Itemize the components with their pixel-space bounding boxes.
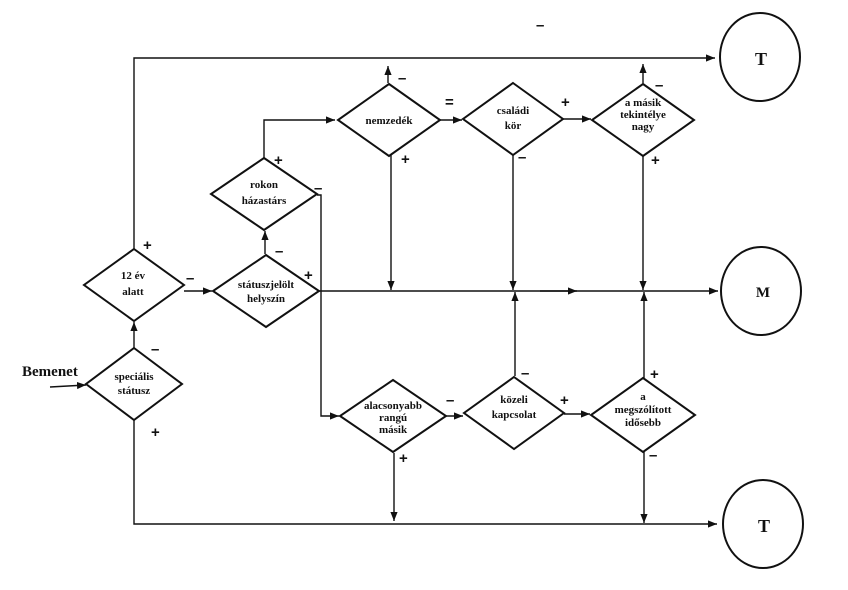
node-special-status: speciális státusz [84, 346, 184, 422]
node-relative-spouse: rokon házastárs [209, 156, 319, 232]
node-under-12-line1: 12 év [121, 270, 146, 282]
sign-family-right-plus: + [561, 94, 570, 111]
sign-relative-up-plus: + [274, 152, 283, 169]
node-lower-rank-other-line3: másik [379, 424, 408, 436]
sign-authority-up-minus: – [655, 77, 663, 94]
node-addressee-older-line3: idősebb [625, 417, 661, 429]
node-relative-spouse-line1: rokon [250, 179, 278, 191]
sign-generation-right-equal: = [445, 94, 454, 111]
input-label: Bemenet [22, 364, 78, 380]
node-lower-rank-other-line2: rangú [379, 412, 407, 424]
node-addressee-older-line2: megszólított [615, 404, 672, 416]
node-under-12: 12 év alatt [82, 247, 186, 323]
node-close-relation-line2: kapcsolat [492, 409, 537, 421]
edge-under12-to-top-T [133, 54, 715, 249]
sign-generation-down-plus: + [401, 151, 410, 168]
node-under-12-line2: alatt [122, 286, 144, 298]
terminal-top-T-label: T [755, 49, 767, 69]
node-lower-rank-other-line1: alacsonyabb [364, 400, 422, 412]
sign-authority-down-plus: + [651, 152, 660, 169]
sign-top-minus: – [536, 17, 544, 34]
node-status-place: státuszjelölt helyszín [211, 253, 321, 329]
input-arrow [49, 381, 87, 390]
edge-relative-to-generation [263, 116, 335, 158]
edge-relative-to-lower-rank [317, 194, 339, 420]
node-other-high-authority-line1: a másik [625, 97, 662, 109]
node-close-relation-line1: közeli [500, 394, 528, 406]
terminal-bottom-T-label: T [758, 516, 770, 536]
sign-older-up-plus: + [650, 366, 659, 383]
node-other-high-authority-line3: nagy [632, 121, 655, 133]
terminal-M: M [720, 246, 802, 336]
node-family-circle: családi kör [461, 81, 565, 157]
sign-relative-right-minus: – [314, 180, 322, 197]
sign-under12-up-plus: + [143, 237, 152, 254]
sign-close-right-plus: + [560, 392, 569, 409]
sign-special-up-minus: – [151, 341, 159, 358]
node-generation-line1: nemzedék [365, 115, 413, 127]
node-status-place-line1: státuszjelölt [238, 279, 295, 291]
sign-family-down-minus: – [518, 149, 526, 166]
sign-close-up-minus: – [521, 365, 529, 382]
node-relative-spouse-line2: házastárs [242, 195, 287, 207]
sign-lower-down-plus: + [399, 450, 408, 467]
node-generation: nemzedék [336, 82, 442, 158]
edge-special-to-bottom-T [133, 420, 717, 528]
node-family-circle-line2: kör [505, 120, 522, 132]
node-special-status-line2: státusz [118, 385, 151, 397]
node-special-status-line1: speciális [114, 371, 154, 383]
sign-status-right-plus: + [304, 267, 313, 284]
sign-older-down-minus: – [649, 447, 657, 464]
sign-lower-right-minus: – [446, 392, 454, 409]
node-other-high-authority: a másik tekintélye nagy [590, 82, 696, 158]
node-close-relation: közeli kapcsolat [462, 375, 566, 451]
node-lower-rank-other: alacsonyabb rangú másik [338, 378, 448, 454]
terminal-bottom-T: T [722, 479, 804, 569]
sign-under12-right-minus: – [186, 270, 194, 287]
terminal-top-T: T [719, 12, 801, 102]
sign-generation-up-minus: – [398, 70, 406, 87]
terminal-M-label: M [756, 285, 770, 301]
sign-status-up-minus: – [275, 243, 283, 260]
node-addressee-older-line1: a [640, 391, 646, 403]
node-addressee-older: a megszólított idősebb [589, 376, 697, 454]
sign-special-down-plus: + [151, 424, 160, 441]
node-other-high-authority-line2: tekintélye [620, 109, 666, 121]
node-family-circle-line1: családi [497, 105, 529, 117]
node-status-place-line2: helyszín [247, 293, 285, 305]
